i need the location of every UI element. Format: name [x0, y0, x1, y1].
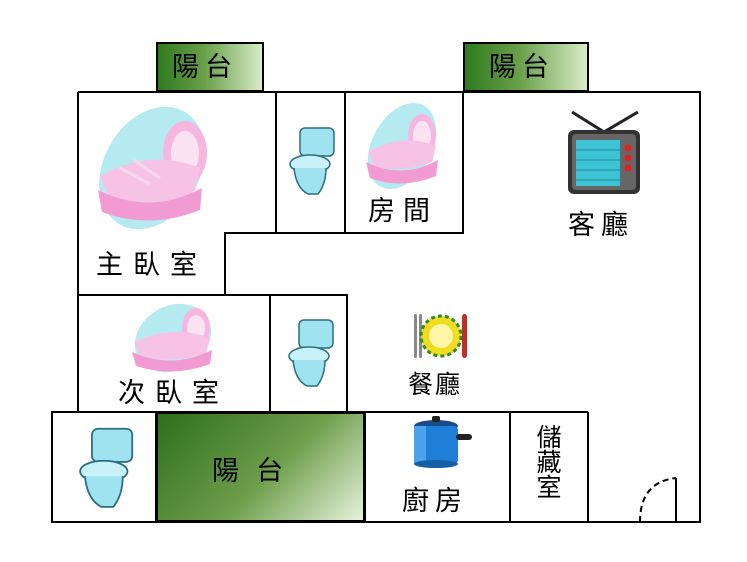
- toilet-icon: [79, 427, 134, 508]
- toilet-icon: [288, 319, 334, 387]
- cooking-pot-icon: [414, 416, 472, 468]
- second-bedroom-label: 次臥室: [118, 378, 229, 409]
- dining-plate-icon: [414, 314, 467, 358]
- door-swing-icon: [639, 477, 677, 523]
- master-bedroom-label: 主臥室: [96, 250, 207, 281]
- toilet-icon: [289, 127, 335, 195]
- crib-icon: [98, 106, 207, 230]
- room-label: 房間: [368, 196, 438, 227]
- balcony-top-right-label: 陽台: [489, 52, 555, 83]
- balcony-top-left-label: 陽台: [172, 52, 238, 83]
- balcony-top-left: 陽台: [156, 42, 264, 92]
- balcony-bottom: 陽 台: [156, 412, 365, 522]
- crib-icon: [366, 103, 438, 189]
- tv-icon: [568, 110, 640, 194]
- balcony-bottom-label: 陽 台: [212, 456, 284, 487]
- living-room-label: 客廳: [568, 210, 634, 241]
- kitchen-label: 廚房: [402, 486, 468, 517]
- dining-room-label: 餐廳: [408, 370, 463, 399]
- crib-icon: [132, 303, 212, 373]
- storage-label: 儲藏室: [533, 424, 562, 499]
- balcony-top-right: 陽台: [463, 42, 589, 92]
